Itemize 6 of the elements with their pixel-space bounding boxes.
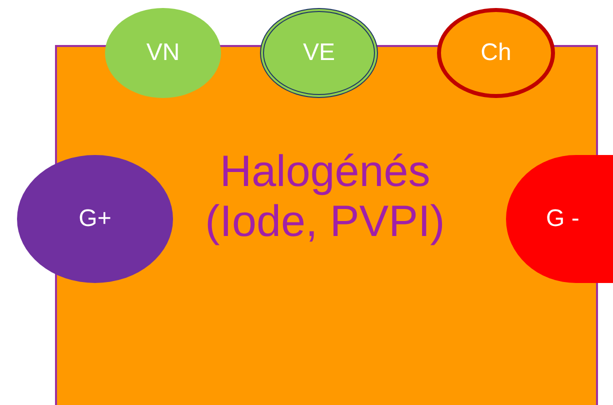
spectrum-label: Ch	[480, 39, 512, 67]
category-title: Halogénés (Iode, PVPI)	[204, 147, 446, 247]
spectrum-label: G -	[546, 205, 580, 233]
spectrum-label: G+	[78, 205, 112, 233]
spectrum-label: VN	[146, 39, 180, 67]
spectrum-label: VE	[302, 39, 335, 67]
